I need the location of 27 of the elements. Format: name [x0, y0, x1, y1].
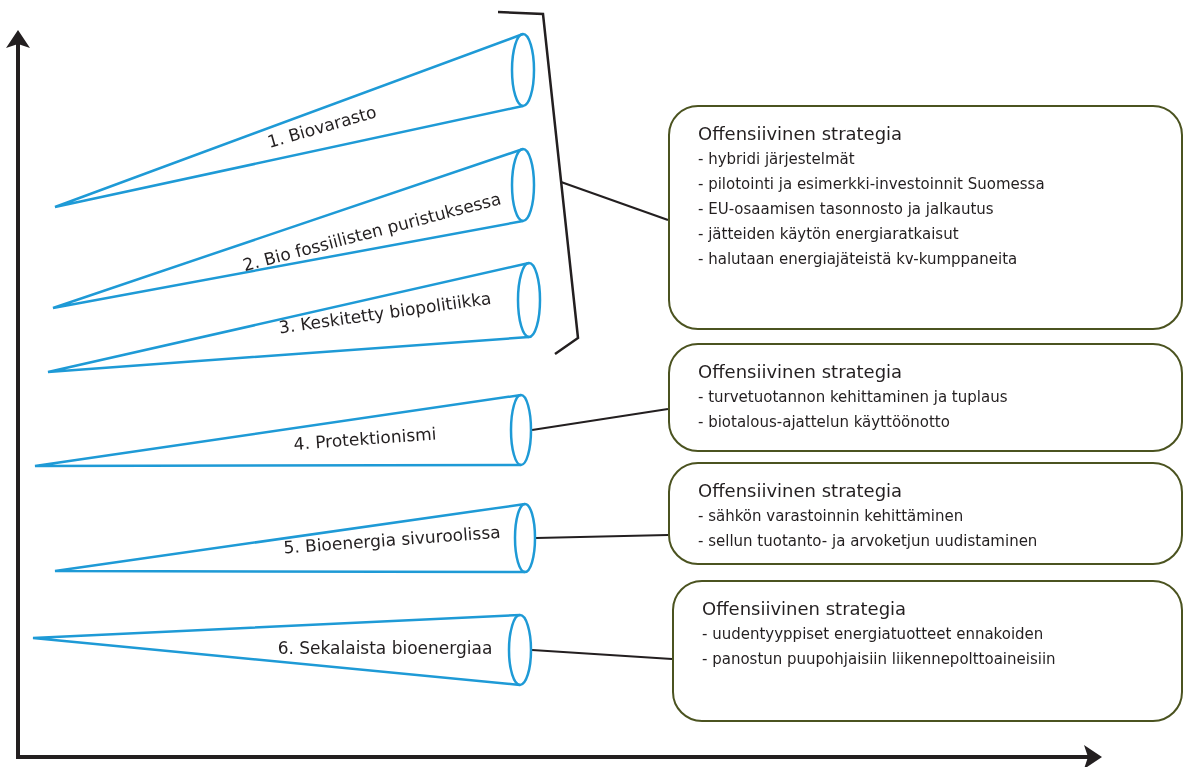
strategy-item: - pilotointi ja esimerkki-investoinnit Suomessa	[698, 174, 1046, 195]
strategy-item: - jätteiden käytön energiaratkaisut	[698, 224, 960, 245]
strategy-box	[668, 343, 1183, 452]
strategy-item: - biotalous-ajattelun käyttöönotto	[698, 412, 951, 433]
strategy-heading: Offensiivinen strategia	[698, 360, 904, 384]
strategy-box	[668, 105, 1183, 330]
strategy-heading: Offensiivinen strategia	[698, 479, 904, 503]
strategy-item: - halutaan energiajäteistä kv-kumppaneita	[698, 249, 1019, 270]
scenario-label: 3. Keskitetty biopolitiikka	[277, 288, 493, 338]
strategy-item: - hybridi järjestelmät	[698, 149, 856, 170]
connector-line	[535, 533, 669, 540]
strategy-item: - panostun puupohjaisiin liikennepolttoaineisiin	[702, 649, 1057, 670]
strategy-item: - turvetuotannon kehittaminen ja tuplaus	[698, 387, 1009, 408]
scenario-label: 5. Bioenergia sivuroolissa	[282, 522, 502, 558]
strategy-heading: Offensiivinen strategia	[702, 597, 908, 621]
connector-line	[531, 648, 673, 661]
connector-line	[560, 180, 669, 222]
strategy-heading: Offensiivinen strategia	[698, 122, 904, 146]
scenario-label: 6. Sekalaista bioenergiaa	[277, 638, 493, 658]
strategy-item: - sähkön varastoinnin kehittäminen	[698, 506, 965, 527]
strategy-item: - sellun tuotanto- ja arvoketjun uudistaminen	[698, 531, 1039, 552]
strategy-item: - uudentyyppiset energiatuotteet ennakoiden	[702, 624, 1045, 645]
connector-line	[531, 407, 669, 432]
strategy-box	[668, 462, 1183, 565]
strategy-box	[672, 580, 1183, 722]
strategy-item: - EU-osaamisen tasonnosto ja jalkautus	[698, 199, 995, 220]
scenario-label: 4. Protektionismi	[293, 424, 437, 454]
